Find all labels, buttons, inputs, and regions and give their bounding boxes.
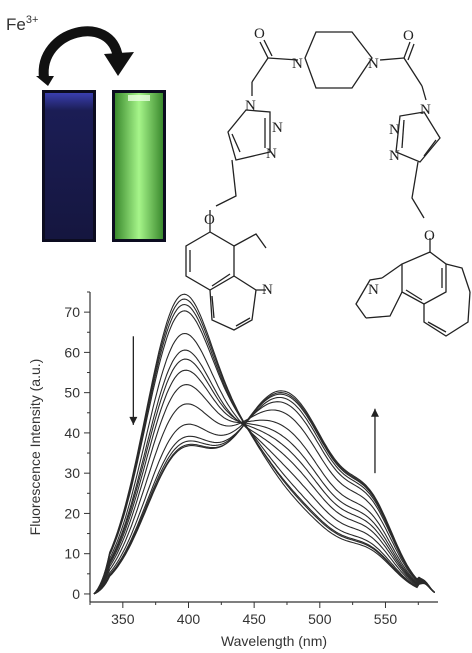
atom-n-right-quinoline: N xyxy=(368,282,379,298)
arrow-decrease-head xyxy=(129,416,138,425)
atom-o-right-ether: O xyxy=(424,228,435,244)
y-tick-label-50: 50 xyxy=(64,385,80,401)
y-tick-label-30: 30 xyxy=(64,465,80,481)
x-tick-label-400: 400 xyxy=(177,611,201,627)
ion-label: Fe3+ xyxy=(6,14,38,34)
vial-right-glare xyxy=(128,95,150,101)
atom-n1-left-triazole: N xyxy=(245,98,256,114)
atom-o-right-carbonyl: O xyxy=(403,28,414,44)
spectrum-curve-7 xyxy=(93,358,436,595)
x-tick-label-500: 500 xyxy=(308,611,332,627)
y-tick-label-60: 60 xyxy=(64,344,80,360)
vial-left-fe-free xyxy=(45,93,93,239)
spectrum-curve-6 xyxy=(93,349,436,595)
y-tick-label-70: 70 xyxy=(64,304,80,320)
molecule-atom-labels: O O N N N N N N N N O O N N xyxy=(204,26,435,298)
atom-n3-left-triazole: N xyxy=(266,146,277,162)
ion-charge: 3+ xyxy=(26,14,39,26)
vial-right-fe-bound xyxy=(115,93,163,239)
spectrum-curve-3 xyxy=(93,303,436,595)
ion-symbol: Fe xyxy=(6,15,26,34)
spectrum-curve-8 xyxy=(93,369,436,595)
atom-n-piperazine-right: N xyxy=(368,56,379,72)
x-tick-label-350: 350 xyxy=(111,611,135,627)
trend-arrows xyxy=(129,336,379,474)
spectrum-curve-4 xyxy=(93,310,436,595)
atom-n-piperazine-left: N xyxy=(292,56,303,72)
molecule-structure xyxy=(185,31,471,337)
y-tick-label-0: 0 xyxy=(72,586,80,602)
x-tick-label-450: 450 xyxy=(242,611,266,627)
atom-n2-right-triazole: N xyxy=(389,122,400,138)
spectrum-curve-15 xyxy=(93,390,436,595)
y-tick-label-40: 40 xyxy=(64,425,80,441)
x-tick-label-550: 550 xyxy=(374,611,398,627)
spectrum-curve-9 xyxy=(93,384,436,595)
atom-o-left-carbonyl: O xyxy=(254,26,265,42)
spectrum-curve-11 xyxy=(93,401,436,595)
y-tick-label-20: 20 xyxy=(64,505,80,521)
atom-o-left-ether: O xyxy=(204,212,215,228)
arrow-increase-head xyxy=(370,408,379,417)
spectrum-curve-1 xyxy=(93,293,436,595)
y-axis-label: Fluorescence Intensity (a.u.) xyxy=(27,359,43,536)
atom-n1-right-triazole: N xyxy=(420,102,431,118)
chart-axes: 350 400 450 500 550 0 10 20 30 40 50 60 70 xyxy=(64,291,438,627)
y-tick-label-10: 10 xyxy=(64,546,80,562)
fluorescence-chart: 350 400 450 500 550 0 10 20 30 40 50 60 70 Wavelengt… xyxy=(27,291,438,649)
spectrum-curve-10 xyxy=(93,403,436,595)
atom-n3-right-triazole: N xyxy=(389,148,400,164)
spectrum-curve-5 xyxy=(93,332,436,595)
atom-n2-left-triazole: N xyxy=(272,120,283,136)
atom-n-left-quinoline: N xyxy=(262,282,273,298)
curved-arrow-icon xyxy=(36,26,134,86)
spectrum-curve-12 xyxy=(93,396,436,595)
spectra-curves xyxy=(93,293,436,595)
x-axis-label: Wavelength (nm) xyxy=(221,633,327,649)
